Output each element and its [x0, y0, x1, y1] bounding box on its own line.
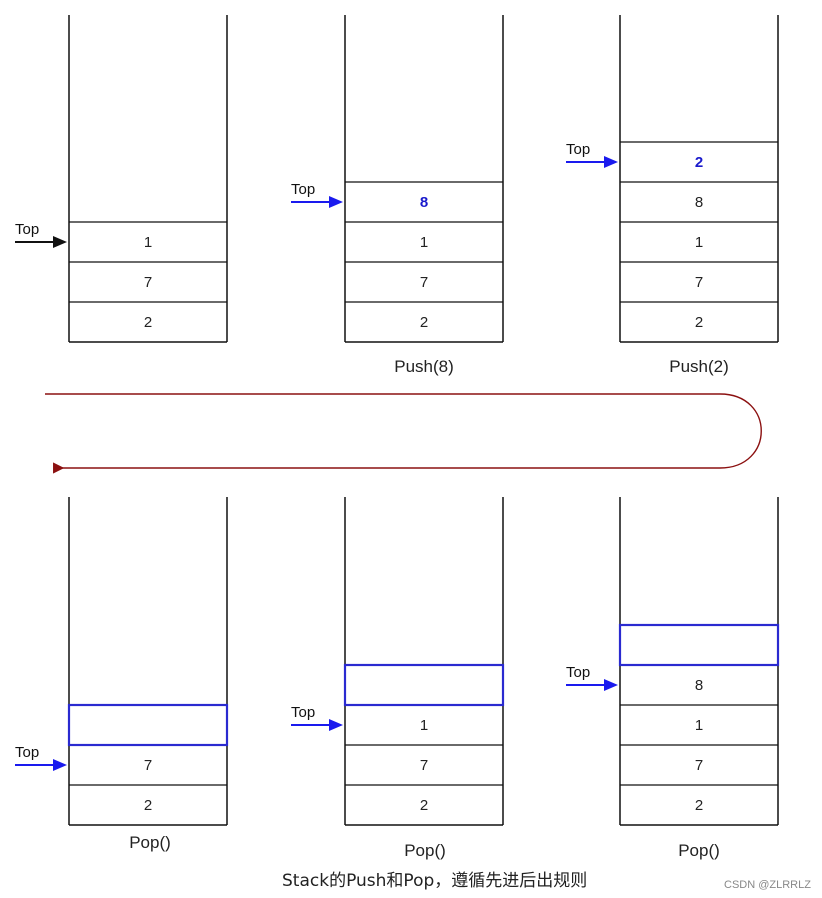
flow-arrow	[45, 393, 762, 474]
stack-cell-value: 8	[420, 194, 428, 211]
top-pointer: Top	[15, 221, 67, 248]
stack-cell-value: 2	[695, 154, 703, 171]
stack-cell-value: 1	[695, 717, 703, 734]
stack-cell-value: 8	[695, 194, 703, 211]
stack-cell-value: 1	[144, 234, 152, 251]
stack-caption: Push(8)	[394, 357, 454, 376]
popped-slot	[67, 703, 229, 747]
top-pointer: Top	[291, 181, 343, 208]
stack-cell-value: 8	[695, 677, 703, 694]
top-label: Top	[15, 744, 39, 761]
stack-cell-value: 1	[420, 717, 428, 734]
diagram-title: Stack的Push和Pop，遵循先进后出规则	[282, 871, 587, 891]
top-label: Top	[15, 221, 39, 238]
stack-cell-value: 7	[420, 757, 428, 774]
top-label: Top	[291, 704, 315, 721]
stack-cell-value: 1	[420, 234, 428, 251]
top-pointer-arrowhead-icon	[329, 719, 343, 731]
top-pointer: Top	[15, 744, 67, 771]
stack-cell-value: 2	[144, 797, 152, 814]
stack-cell-value: 2	[420, 314, 428, 331]
top-pointer-arrowhead-icon	[604, 156, 618, 168]
top-pointer-arrowhead-icon	[53, 759, 67, 771]
popped-slot	[618, 623, 780, 667]
stack-cell-value: 1	[695, 234, 703, 251]
stack-cell-value: 2	[144, 314, 152, 331]
stack-cell-value: 2	[695, 797, 703, 814]
watermark: CSDN @ZLRRLZ	[724, 879, 811, 891]
stack-cell-value: 7	[695, 274, 703, 291]
stack-cell-value: 2	[695, 314, 703, 331]
stack-cell-value: 7	[695, 757, 703, 774]
stack-cell-value: 2	[420, 797, 428, 814]
stack-cell-value: 7	[420, 274, 428, 291]
top-pointer: Top	[566, 141, 618, 168]
stack-caption: Pop()	[678, 841, 720, 860]
popped-slot	[343, 663, 505, 707]
top-pointer-arrowhead-icon	[604, 679, 618, 691]
stack-cell-value: 7	[144, 757, 152, 774]
top-pointer: Top	[291, 704, 343, 731]
stack-1: 1 7 2 Top	[15, 15, 228, 343]
top-pointer: Top	[566, 664, 618, 691]
top-label: Top	[566, 664, 590, 681]
top-pointer-arrowhead-icon	[329, 196, 343, 208]
stack-cell-value: 7	[144, 274, 152, 291]
stack-caption: Push(2)	[669, 357, 729, 376]
stacks-layer: 172Top8172TopPush(8)28172TopPush(2)72Top…	[15, 15, 780, 860]
top-label: Top	[291, 181, 315, 198]
top-label: Top	[566, 141, 590, 158]
top-pointer-arrowhead-icon	[53, 236, 67, 248]
stack-caption: Pop()	[129, 833, 171, 852]
stack-caption: Pop()	[404, 841, 446, 860]
